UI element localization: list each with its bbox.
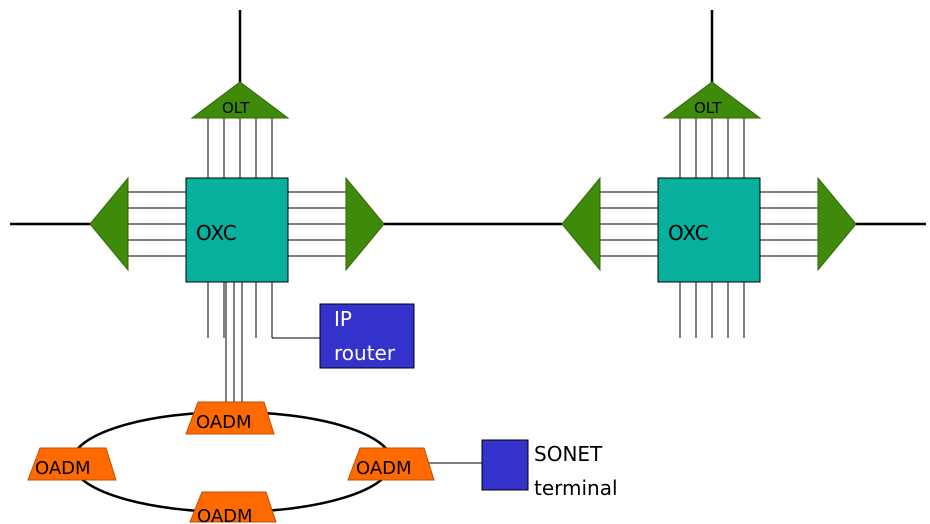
left-olt-label: OLT <box>222 99 250 117</box>
oadm-ring: OADM OADM OADM OADM <box>27 401 482 524</box>
fiber-links <box>10 10 926 226</box>
right-node: OLT OXC <box>561 81 857 338</box>
sonet-terminal-box <box>481 439 529 491</box>
left-olt-east-triangle <box>345 176 385 272</box>
oadm-right-label: OADM <box>356 458 412 479</box>
ip-router: IP router <box>319 303 415 369</box>
oadm-left <box>27 447 117 481</box>
sonet-terminal-label-line2: terminal <box>534 476 618 500</box>
right-oxc-box <box>657 177 761 283</box>
oadm-top-label: OADM <box>196 412 252 433</box>
left-oxc-box <box>185 177 289 283</box>
left-olt-top-triangle <box>190 81 290 119</box>
left-oxc-label: OXC <box>196 221 237 245</box>
oadm-left-label: OADM <box>35 458 91 479</box>
right-olt-top-triangle <box>662 81 762 119</box>
oadm-bottom-label: OADM <box>197 506 253 524</box>
right-oxc-label: OXC <box>668 221 709 245</box>
left-olt-east-wavelengths <box>288 191 346 257</box>
ip-router-box <box>319 303 415 369</box>
sonet-terminal: SONET terminal <box>481 439 618 500</box>
sonet-terminal-label-line1: SONET <box>534 442 603 466</box>
ip-router-label-line1: IP <box>334 307 352 331</box>
left-olt-top-wavelengths <box>207 118 273 178</box>
right-olt-east-triangle <box>817 176 857 272</box>
right-olt-east-wavelengths <box>760 191 818 257</box>
oadm-bottom <box>189 491 277 523</box>
left-node: OLT OXC <box>89 81 385 402</box>
left-olt-west-triangle <box>89 176 129 272</box>
left-olt-west-wavelengths <box>128 191 186 257</box>
oadm-top <box>185 401 275 435</box>
right-oxc-drop-lines <box>679 282 745 338</box>
right-olt-label: OLT <box>694 99 722 117</box>
oadm-right <box>347 447 435 481</box>
right-olt-west-triangle <box>561 176 601 272</box>
left-oxc-drop-lines <box>207 282 320 402</box>
right-olt-top-wavelengths <box>679 118 745 178</box>
right-olt-west-wavelengths <box>600 191 658 257</box>
ip-router-label-line2: router <box>334 341 396 365</box>
